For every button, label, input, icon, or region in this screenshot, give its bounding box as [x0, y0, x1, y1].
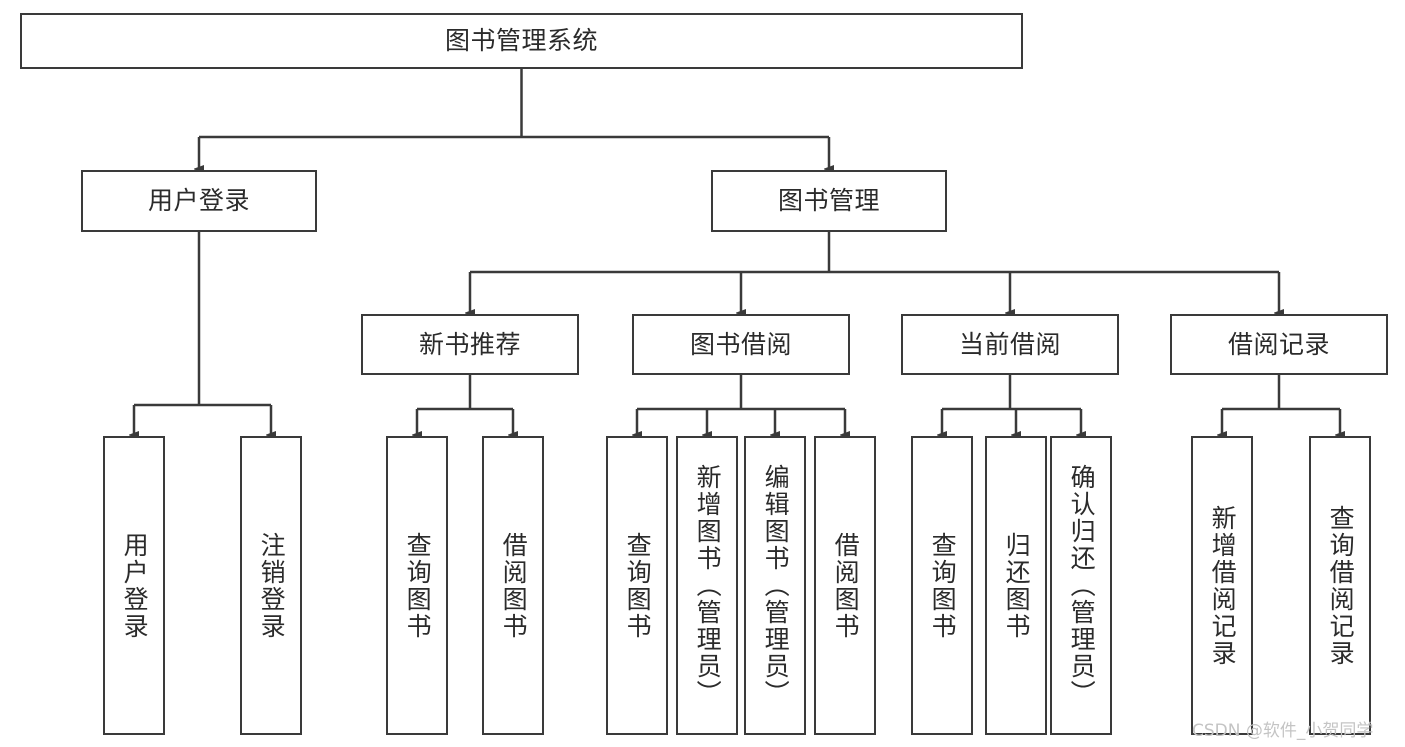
node-label: 借阅图书: [499, 531, 529, 640]
node-leaf-8: 查询图书: [911, 436, 973, 735]
node-label: 用户登录: [147, 186, 250, 216]
node-leaf-6: 编辑图书（管理员）: [744, 436, 806, 735]
node-label: 借阅图书: [831, 531, 861, 640]
node-leaf-1: 注销登录: [240, 436, 302, 735]
node-l2-1: 图书管理: [711, 170, 947, 232]
node-label: 新增借阅记录: [1208, 504, 1238, 667]
node-leaf-2: 查询图书: [386, 436, 448, 735]
node-leaf-11: 新增借阅记录: [1191, 436, 1253, 735]
node-root: 图书管理系统: [20, 13, 1023, 69]
node-label: 图书管理: [777, 186, 880, 216]
csdn-watermark: CSDN @软件_小贺同学: [1192, 721, 1374, 741]
node-leaf-12: 查询借阅记录: [1309, 436, 1371, 735]
node-label: 归还图书: [1002, 531, 1032, 640]
node-label: 图书管理系统: [444, 26, 598, 56]
node-l3-3: 借阅记录: [1170, 314, 1388, 375]
node-l3-0: 新书推荐: [361, 314, 579, 375]
node-label: 图书借阅: [689, 329, 792, 359]
node-l3-2: 当前借阅: [901, 314, 1119, 375]
node-leaf-0: 用户登录: [103, 436, 165, 735]
node-label: 用户登录: [120, 531, 150, 640]
node-leaf-9: 归还图书: [985, 436, 1047, 735]
node-label: 当前借阅: [958, 329, 1061, 359]
node-label: 借阅记录: [1227, 329, 1330, 359]
node-label: 新书推荐: [418, 329, 521, 359]
node-label: 查询图书: [623, 531, 653, 640]
node-leaf-7: 借阅图书: [814, 436, 876, 735]
node-leaf-3: 借阅图书: [482, 436, 544, 735]
node-label: 查询借阅记录: [1326, 504, 1356, 667]
node-label: 查询图书: [403, 531, 433, 640]
node-label: 注销登录: [257, 531, 287, 640]
node-leaf-4: 查询图书: [606, 436, 668, 735]
node-l3-1: 图书借阅: [632, 314, 850, 375]
node-label: 确认归还（管理员）: [1067, 464, 1097, 707]
node-leaf-10: 确认归还（管理员）: [1050, 436, 1112, 735]
node-label: 新增图书（管理员）: [693, 464, 723, 707]
node-label: 查询图书: [928, 531, 958, 640]
node-leaf-5: 新增图书（管理员）: [676, 436, 738, 735]
node-l2-0: 用户登录: [81, 170, 317, 232]
node-label: 编辑图书（管理员）: [761, 464, 791, 707]
